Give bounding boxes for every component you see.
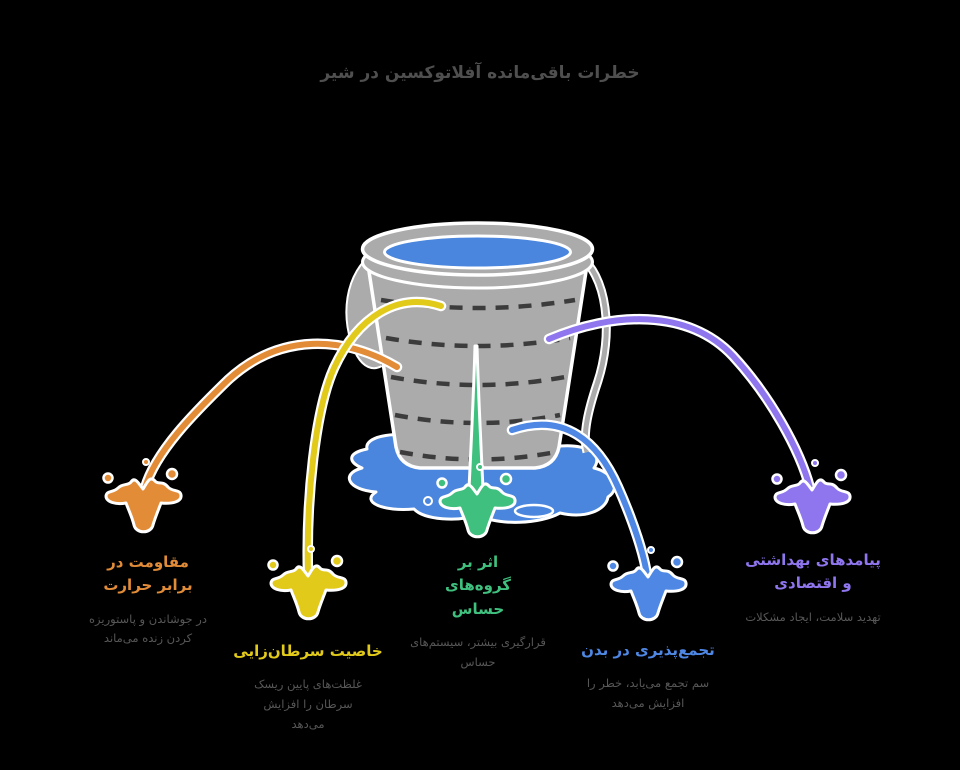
node-consequences: پیامدهای بهداشتی و اقتصادی تهدید سلامت، … <box>713 549 913 627</box>
node-accumulation-heading: تجمع‌پذیری در بدن <box>581 641 715 659</box>
puddle-satellite <box>513 503 555 519</box>
node-heat: مقاومت در برابر حرارت در جوشاندن و پاستو… <box>53 551 243 649</box>
node-consequences-heading: پیامدهای بهداشتی و اقتصادی <box>745 551 881 593</box>
node-accumulation-subtitle: سم تجمع می‌یابد، خطر را افزایش می‌دهد <box>586 676 710 711</box>
node-heat-heading: مقاومت در برابر حرارت <box>103 553 193 595</box>
milk-surface <box>383 234 572 270</box>
page-title: خطرات باقی‌مانده آفلاتوکسین در شیر <box>320 63 640 84</box>
node-accumulation: تجمع‌پذیری در بدن سم تجمع می‌یابد، خطر ر… <box>548 639 748 714</box>
stream-accumulation <box>506 419 653 581</box>
heat-splash-icon <box>102 457 183 534</box>
node-sensitive: اثر بر گروه‌های حساس قرارگیری بیشتر، سیس… <box>378 551 578 672</box>
node-cancer: خاصیت سرطان‌زایی غلظت‌های پایین ریسک سرط… <box>208 640 408 735</box>
node-consequences-subtitle: تهدید سلامت، ایجاد مشکلات <box>745 609 881 624</box>
node-cancer-subtitle: غلظت‌های پایین ریسک سرطان را افزایش می‌د… <box>254 677 362 731</box>
node-sensitive-heading: اثر بر گروه‌های حساس <box>444 553 511 618</box>
node-sensitive-subtitle: قرارگیری بیشتر، سیستم‌های حساس <box>410 634 546 669</box>
consequences-splash-icon <box>771 458 852 535</box>
puddle-droplet <box>423 496 433 506</box>
node-heat-subtitle: در جوشاندن و پاستوریزه کردن زنده می‌ماند <box>89 611 207 646</box>
stream-consequences <box>543 313 816 494</box>
stream-heat <box>139 338 403 494</box>
stream-cancer <box>302 296 447 580</box>
node-cancer-heading: خاصیت سرطان‌زایی <box>233 642 383 660</box>
